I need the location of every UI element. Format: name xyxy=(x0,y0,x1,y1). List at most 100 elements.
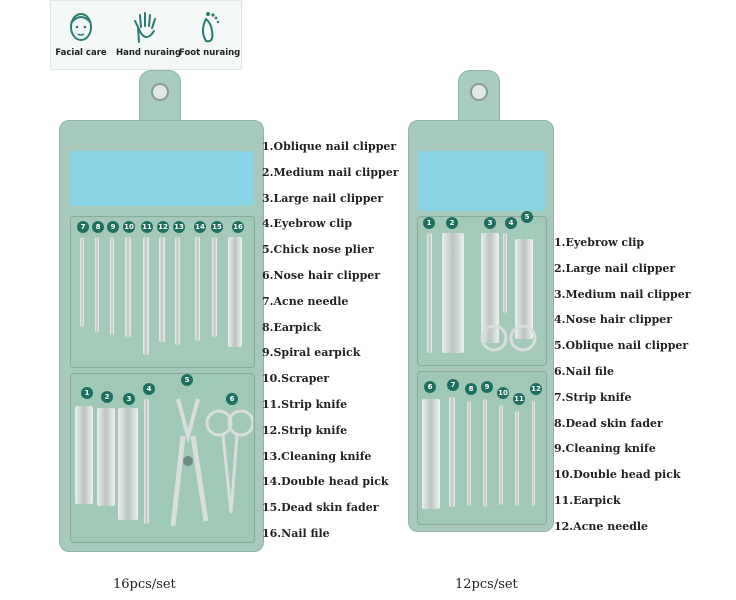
dead-skin-fader xyxy=(467,401,471,506)
case16-inner-lining xyxy=(70,151,253,206)
case16-badge: 9 xyxy=(107,221,119,233)
set16-item: 15.Dead skin fader xyxy=(262,501,379,515)
set16-item-list: 1.Oblique nail clipper 2.Medium nail cli… xyxy=(262,134,399,547)
case16-strap xyxy=(139,70,181,127)
hand-care: Hand nuraing xyxy=(116,9,182,58)
foot-care-label: Foot nuraing xyxy=(179,48,241,58)
set16-item: 16.Nail file xyxy=(262,526,330,540)
double-head-pick xyxy=(195,237,200,341)
set16-item: 9.Spiral earpick xyxy=(262,346,361,360)
nose-hair-scissors xyxy=(205,409,253,514)
set12-item: 8.Dead skin fader xyxy=(554,416,663,430)
medium-nail-clipper xyxy=(97,408,115,506)
case16-badge: 16 xyxy=(232,221,244,233)
facial-care-label: Facial care xyxy=(55,48,107,58)
set12-item: 7.Strip knife xyxy=(554,390,632,404)
case16: 7 8 9 10 11 12 13 14 15 16 1 2 3 4 5 6 xyxy=(59,120,264,552)
scissors-loops xyxy=(480,324,537,352)
double-head-pick xyxy=(499,405,503,505)
case12-badge: 3 xyxy=(484,217,496,229)
case16-snap-button xyxy=(151,83,169,101)
earpick xyxy=(515,411,519,506)
set12-item-list: 1.Eyebrow clip 2.Large nail clipper 3.Me… xyxy=(554,230,691,540)
set16-item: 8.Earpick xyxy=(262,320,321,334)
set16-item: 2.Medium nail clipper xyxy=(262,165,399,179)
oblique-nail-clipper xyxy=(75,406,93,504)
case12-badge: 1 xyxy=(423,217,435,229)
scraper xyxy=(125,237,131,337)
set16-item: 12.Strip knife xyxy=(262,423,348,437)
set16-item: 4.Eyebrow clip xyxy=(262,217,353,231)
case12-strap xyxy=(458,70,500,127)
case12-badge: 8 xyxy=(465,383,477,395)
strip-knife-2 xyxy=(159,237,165,342)
set16-item: 6.Nose hair clipper xyxy=(262,268,381,282)
set16-item: 11.Strip knife xyxy=(262,397,348,411)
cleaning-knife xyxy=(175,237,180,345)
case16-badge: 14 xyxy=(194,221,206,233)
earpick xyxy=(95,237,99,332)
set12-item: 1.Eyebrow clip xyxy=(554,236,645,249)
set12-label: 12pcs/set xyxy=(455,577,518,592)
foot-care: Foot nuraing xyxy=(179,9,241,58)
nail-file xyxy=(422,399,440,509)
set12-item: 11.Earpick xyxy=(554,493,621,507)
case16-badge: 3 xyxy=(123,393,135,405)
case12-badge: 9 xyxy=(481,381,493,393)
medium-nail-clipper xyxy=(481,233,499,343)
set12-item: 5.Oblique nail clipper xyxy=(554,339,689,353)
facial-care: Facial care xyxy=(51,9,111,58)
care-icon-strip: Facial care Hand nuraing Foot nuraing xyxy=(50,0,242,70)
case16-badge: 13 xyxy=(173,221,185,233)
set16-item: 7.Acne needle xyxy=(262,294,349,308)
hand-icon xyxy=(134,12,156,43)
cuticle-nipper xyxy=(170,398,209,527)
case16-badge: 5 xyxy=(181,374,193,386)
set16-item: 13.Cleaning knife xyxy=(262,449,372,463)
large-nail-clipper xyxy=(118,408,138,520)
eyebrow-clip xyxy=(427,233,432,353)
case16-badge: 6 xyxy=(226,393,238,405)
spiral-earpick xyxy=(110,237,114,335)
case16-badge: 4 xyxy=(143,383,155,395)
set16-item: 3.Large nail clipper xyxy=(262,191,384,205)
case12-badge: 6 xyxy=(424,381,436,393)
eyebrow-clip xyxy=(144,399,149,524)
set12-item: 9.Cleaning knife xyxy=(554,442,656,456)
case12-badge: 12 xyxy=(530,383,542,395)
case12-badge: 2 xyxy=(446,217,458,229)
set16-item: 5.Chick nose plier xyxy=(262,243,374,257)
set16-label: 16pcs/set xyxy=(113,577,176,592)
oblique-nail-clipper xyxy=(515,239,533,339)
acne-needle xyxy=(80,237,84,327)
set16-item: 14.Double head pick xyxy=(262,475,389,489)
case16-badge: 11 xyxy=(141,221,153,233)
dead-skin-fader xyxy=(212,237,217,337)
strip-knife xyxy=(143,237,149,355)
case12-badge: 7 xyxy=(447,379,459,391)
nose-hair-clipper xyxy=(503,233,507,313)
large-nail-clipper xyxy=(442,233,464,353)
case12-badge: 4 xyxy=(505,217,517,229)
set12-item: 2.Large nail clipper xyxy=(554,261,676,275)
case12-badge: 11 xyxy=(513,393,525,405)
set16-item: 10.Scraper xyxy=(262,372,330,386)
set12-item: 12.Acne needle xyxy=(554,519,649,533)
set12-item: 6.Nail file xyxy=(554,364,615,378)
case12-inner-lining xyxy=(417,151,545,211)
case12-badge: 5 xyxy=(521,211,533,223)
face-icon xyxy=(70,13,92,41)
hand-care-label: Hand nuraing xyxy=(116,48,182,58)
case16-badge: 15 xyxy=(211,221,223,233)
case12: 1 2 3 4 5 6 7 8 9 10 11 12 xyxy=(408,120,554,532)
case12-snap-button xyxy=(470,83,488,101)
case12-badge: 10 xyxy=(497,387,509,399)
set12-item: 10.Double head pick xyxy=(554,468,681,482)
cleaning-knife xyxy=(483,399,487,507)
set12-item: 3.Medium nail clipper xyxy=(554,287,691,301)
case16-badge: 2 xyxy=(101,391,113,403)
set16-item: 1.Oblique nail clipper xyxy=(262,140,397,153)
acne-needle xyxy=(532,401,535,506)
foot-icon xyxy=(202,12,220,43)
case16-badge: 1 xyxy=(81,387,93,399)
